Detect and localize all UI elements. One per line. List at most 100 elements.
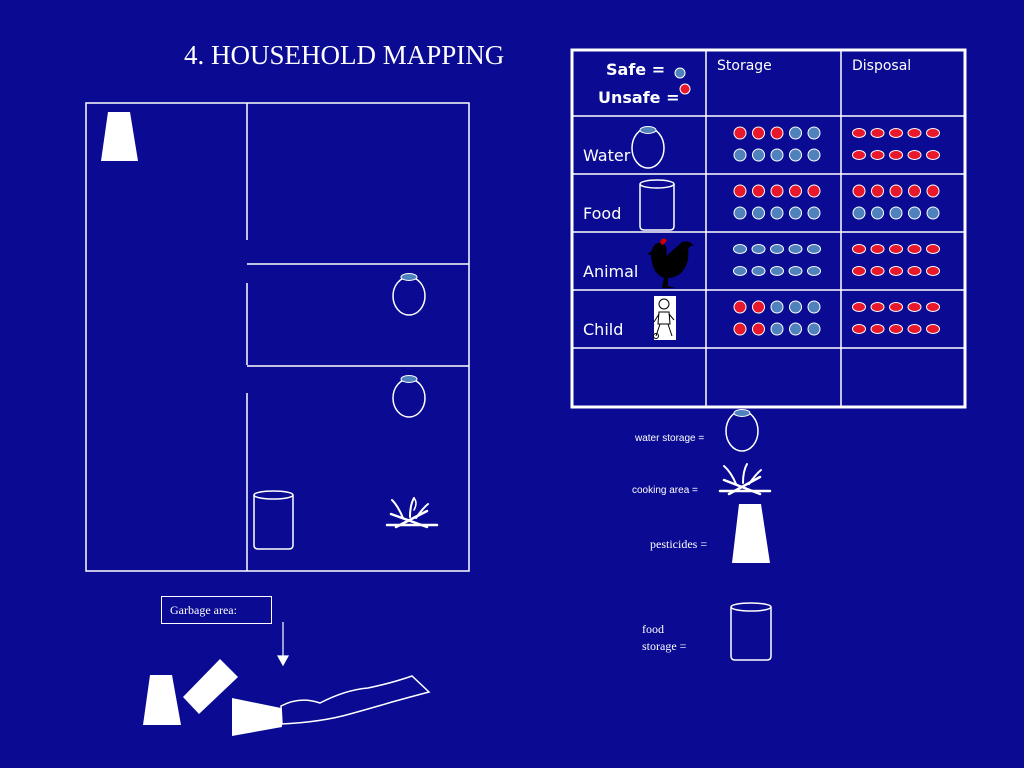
cooking-area-icon [718,463,772,496]
pesticides-icon [101,112,138,161]
safe-dot [789,206,802,220]
unsafe-dot [752,322,765,336]
pesticides-icon [232,698,282,736]
unsafe-dot [733,322,747,336]
cooking-area-icon [385,497,439,529]
unsafe-dot [870,128,885,138]
table-border [570,48,967,409]
safe-dot [770,206,784,220]
safe-dot [807,322,821,336]
legend-cooking-area: cooking area = [632,485,698,496]
unsafe-dot [889,324,903,334]
safe-dot [889,206,903,220]
safe-dot [770,266,784,276]
unsafe-dot [852,150,866,160]
safe-dot [733,206,747,220]
row-label-child: Child [583,320,624,339]
safe-dot [751,244,766,254]
legend-food-storage-line2: storage = [642,639,687,653]
row-label-animal: Animal [583,262,639,281]
unsafe-dot [926,128,940,138]
safe-key-label: Safe = [606,60,666,79]
safe-dot [789,148,802,162]
unsafe-dot [770,126,784,140]
unsafe-dot [852,302,866,312]
arrow-down-icon [276,622,290,667]
safe-dot [926,206,940,220]
unsafe-dot [926,244,940,254]
safe-dot [807,148,821,162]
legend-pesticides: pesticides = [650,537,708,551]
safe-dot [807,300,821,314]
safe-dot-key [674,67,686,79]
unsafe-dot [870,150,885,160]
unsafe-dot [871,184,884,198]
safe-dot [770,322,784,336]
unsafe-key-label: Unsafe = [598,88,680,107]
water-jar-icon [392,273,426,316]
unsafe-dot [770,184,784,198]
safe-dot [807,266,821,276]
safe-dot [751,266,766,276]
unsafe-dot-key [679,83,691,95]
unsafe-dot [889,244,903,254]
pesticides-icon [143,675,181,725]
garbage-area-label: Garbage area: [161,596,272,624]
child-icon [653,296,676,340]
unsafe-dot [907,244,922,254]
safe-dot [908,206,921,220]
unsafe-dot [926,302,940,312]
unsafe-dot [870,244,885,254]
safe-dot [752,206,765,220]
safe-dot [770,300,784,314]
unsafe-dot [926,150,940,160]
unsafe-dot [926,184,940,198]
food-container-icon [730,602,772,661]
unsafe-dot [926,266,940,276]
safe-dot [733,148,747,162]
unsafe-dot [907,302,922,312]
unsafe-dot [852,184,866,198]
water-jar-icon [725,409,759,452]
unsafe-dot [907,128,922,138]
row-label-water: Water [583,146,631,165]
unsafe-dot [889,150,903,160]
unsafe-dot [907,324,922,334]
unsafe-dot [789,184,802,198]
unsafe-dot [852,128,866,138]
safe-dot [852,206,866,220]
safe-dot [770,244,784,254]
unsafe-dot [752,184,765,198]
safe-dot [807,244,821,254]
unsafe-dot [889,266,903,276]
unsafe-dot [733,300,747,314]
garbage-pile [280,675,431,725]
unsafe-dot [752,300,765,314]
legend-water-storage: water storage = [635,433,705,444]
unsafe-dot [733,126,747,140]
unsafe-dot [889,302,903,312]
safe-dot [788,244,803,254]
water-jar-icon [631,126,665,169]
column-header-storage: Storage [717,58,772,74]
food-container-icon [253,490,294,550]
safe-dot [789,322,802,336]
unsafe-dot [907,266,922,276]
unsafe-dot [926,324,940,334]
unsafe-dot [752,126,765,140]
unsafe-dot [852,324,866,334]
pesticides-icon [183,659,238,714]
unsafe-dot [889,184,903,198]
safe-dot [733,266,747,276]
unsafe-dot [907,150,922,160]
house-outline [85,102,470,572]
safe-dot [733,244,747,254]
unsafe-dot [807,184,821,198]
unsafe-dot [852,266,866,276]
safe-dot [871,206,884,220]
safe-dot [788,266,803,276]
